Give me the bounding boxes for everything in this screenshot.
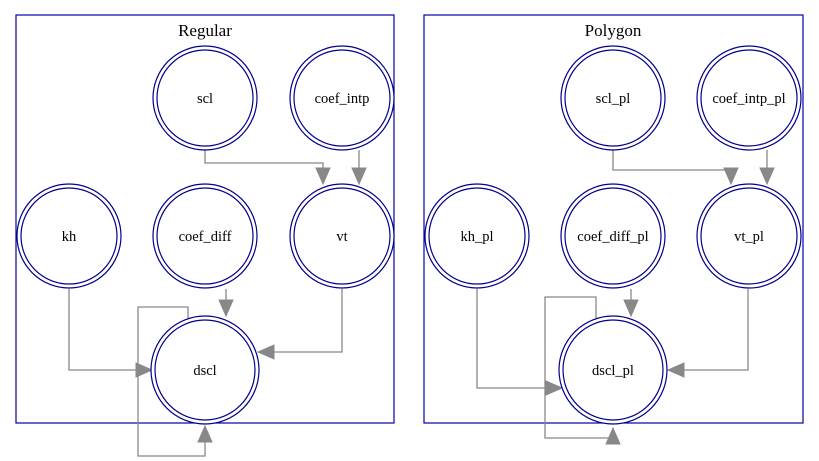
node-kh-label: kh xyxy=(62,229,77,245)
arrowhead-scl-pl-to-vt-pl xyxy=(723,167,739,186)
node-scl: scl xyxy=(152,45,258,151)
node-kh-pl: kh_pl xyxy=(424,183,530,289)
node-coef-intp-pl: coef_intp_pl xyxy=(696,45,802,151)
cluster-polygon-label: Polygon xyxy=(585,21,642,40)
node-scl-pl: scl_pl xyxy=(560,45,666,151)
arrowhead-coef-diff-to-dscl xyxy=(218,299,234,318)
node-scl-label: scl xyxy=(197,91,213,107)
arrowhead-vt-pl-to-dscl-pl xyxy=(666,362,685,378)
node-kh-pl-label: kh_pl xyxy=(460,229,493,245)
arrowhead-vt-to-dscl xyxy=(256,344,275,360)
arrowhead-coef-intp-to-vt xyxy=(351,167,367,186)
node-dscl-pl-label: dscl_pl xyxy=(592,363,634,379)
cluster-regular-label: Regular xyxy=(178,21,232,40)
node-coef-diff: coef_diff xyxy=(152,183,258,289)
edge-vt-to-dscl xyxy=(272,289,343,353)
node-vt: vt xyxy=(289,183,395,289)
edge-kh-pl-to-dscl-pl xyxy=(476,289,548,389)
arrowhead-kh-to-dscl xyxy=(135,362,154,378)
arrowhead-dscl-self-loop xyxy=(197,424,213,443)
cluster-regular: Regular scl coef_intp kh xyxy=(15,14,395,457)
arrowhead-coef-intp-pl-to-vt-pl xyxy=(759,167,775,186)
edge-scl-to-vt xyxy=(204,150,324,170)
node-coef-diff-pl: coef_diff_pl xyxy=(560,183,666,289)
node-vt-label: vt xyxy=(336,229,347,245)
arrowhead-scl-to-vt xyxy=(315,167,331,186)
cluster-polygon: Polygon scl_pl coef_intp_pl kh_pl xyxy=(423,14,804,445)
arrowhead-kh-pl-to-dscl-pl xyxy=(545,380,564,396)
edge-dscl-self-loop xyxy=(137,306,206,457)
node-dscl: dscl xyxy=(150,315,260,425)
node-dscl-label: dscl xyxy=(193,363,216,379)
node-dscl-pl: dscl_pl xyxy=(558,315,668,425)
arrowhead-dscl-pl-self-loop xyxy=(605,426,621,445)
node-scl-pl-label: scl_pl xyxy=(596,91,631,107)
arrowhead-coef-diff-pl-to-dscl-pl xyxy=(623,299,639,318)
node-coef-intp: coef_intp xyxy=(289,45,395,151)
node-coef-diff-label: coef_diff xyxy=(179,229,232,245)
edge-kh-to-dscl xyxy=(68,289,140,371)
node-vt-pl: vt_pl xyxy=(696,183,802,289)
node-coef-intp-pl-label: coef_intp_pl xyxy=(712,91,785,107)
node-kh: kh xyxy=(16,183,122,289)
edge-scl-pl-to-vt-pl xyxy=(612,150,731,171)
edge-vt-pl-to-dscl-pl xyxy=(682,289,749,371)
node-coef-diff-pl-label: coef_diff_pl xyxy=(577,229,648,245)
node-vt-pl-label: vt_pl xyxy=(734,229,764,245)
node-coef-intp-label: coef_intp xyxy=(315,91,370,107)
